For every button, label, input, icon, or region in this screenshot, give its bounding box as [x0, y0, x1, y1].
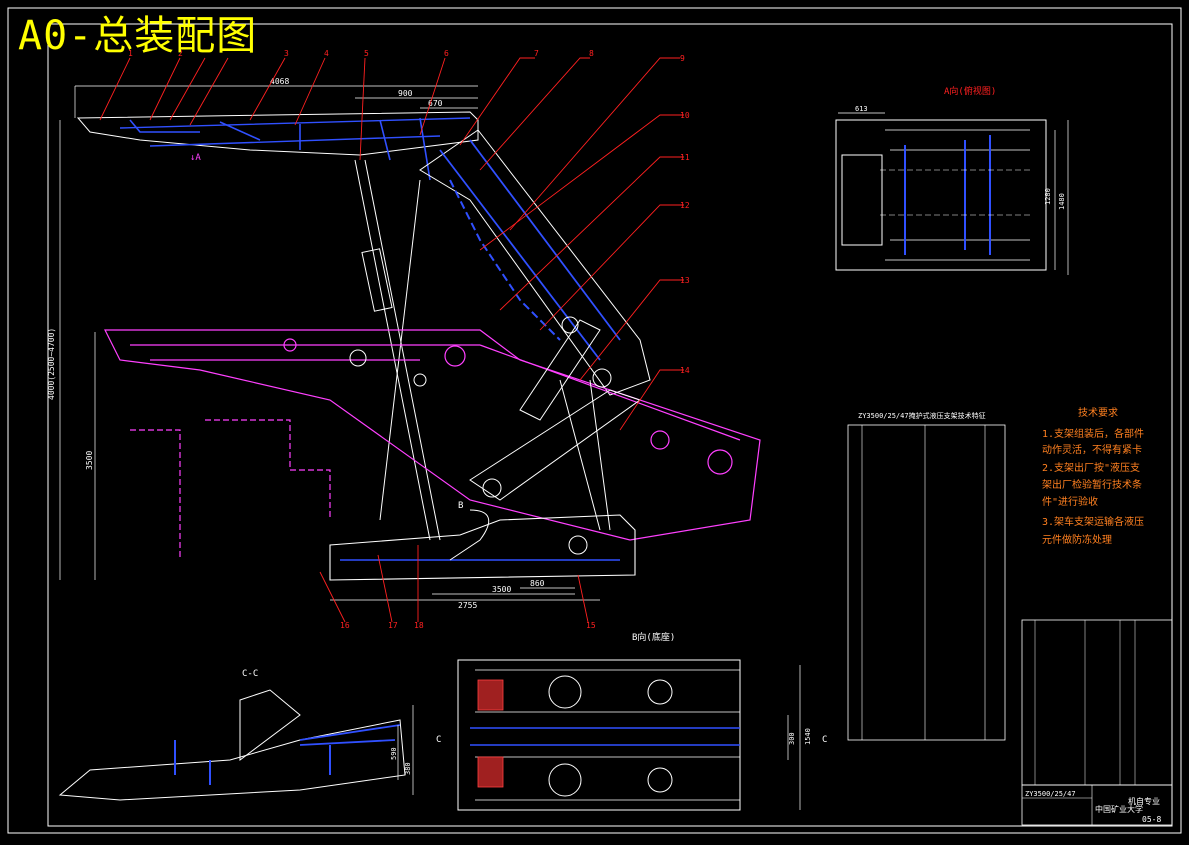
requirement-line-4: 架出厂检验暂行技术条	[1042, 478, 1142, 491]
balloon-13: 13	[680, 276, 690, 285]
balloon-16: 16	[340, 621, 350, 630]
c-left-label: C	[436, 735, 441, 745]
parts-list	[1021, 619, 1173, 786]
balloon-5: 5	[364, 49, 369, 58]
dim-1480: 1480	[1058, 193, 1066, 210]
balloon-10: 10	[680, 111, 690, 120]
requirement-line-5: 件"进行验收	[1042, 495, 1098, 508]
balloon-7: 7	[534, 49, 539, 58]
tech-requirements: 技术要求 1.支架组装后，各部件 动作灵活，不得有紧卡 2.支架出厂按"液压支 …	[1042, 406, 1144, 546]
dim-590: 590	[390, 747, 398, 760]
balloon-6: 6	[444, 49, 449, 58]
title-block-university: 中国矿业大学	[1095, 804, 1143, 814]
requirement-line-3: 2.支架出厂按"液压支	[1042, 461, 1140, 474]
balloon-14: 14	[680, 366, 690, 375]
drawing-title: A0-总装配图	[18, 13, 258, 59]
dim-300: 300	[788, 732, 796, 745]
dim-860: 860	[530, 579, 545, 588]
title-block-sheet: 05-8	[1142, 815, 1161, 824]
dim-height-range: 4000(2500~4700)	[47, 328, 56, 400]
dim-3500: 3500	[492, 585, 511, 594]
outer-frame	[7, 7, 1182, 834]
balloon-1: 1	[128, 49, 133, 58]
tech-spec-table: ZY3500/25/47掩护式液压支架技术特征	[847, 411, 1006, 741]
b-view: B向(底座) C C 1540 300	[436, 631, 827, 811]
a-view-title: A向(俯视图)	[944, 85, 996, 97]
balloon-2: 2	[178, 49, 183, 58]
balloon-18: 18	[414, 621, 424, 630]
b-view-title: B向(底座)	[632, 631, 675, 643]
dim-4068: 4068	[270, 77, 289, 86]
dim-1540: 1540	[804, 728, 812, 745]
balloon-4: 4	[324, 49, 329, 58]
dim-613: 613	[855, 105, 868, 113]
dim-900: 900	[398, 89, 413, 98]
title-block-drawing-no: ZY3500/25/47	[1025, 790, 1076, 798]
dim-380: 380	[404, 762, 412, 775]
tech-table-title: ZY3500/25/47掩护式液压支架技术特征	[858, 411, 986, 420]
balloon-17: 17	[388, 621, 398, 630]
dim-670: 670	[428, 99, 443, 108]
inner-frame	[47, 23, 1173, 827]
main-view: 4068 900 670 4000(2500~4700) 3500 ↓A	[47, 49, 761, 630]
c-c-title: C-C	[242, 669, 258, 679]
dim-3500-vert: 3500	[85, 451, 94, 470]
requirements-title: 技术要求	[1078, 406, 1118, 419]
balloon-11: 11	[680, 153, 690, 162]
dim-1280: 1280	[1044, 188, 1052, 205]
balloon-15: 15	[586, 621, 596, 630]
balloon-8: 8	[589, 49, 594, 58]
title-block: ZY3500/25/47 中国矿业大学 机自专业 05-8	[1021, 784, 1173, 826]
arrow-b-label: B	[458, 501, 463, 511]
dim-2755: 2755	[458, 601, 477, 610]
requirement-line-6: 3.架车支架运输各液压	[1042, 515, 1144, 528]
requirement-line-1: 1.支架组装后，各部件	[1042, 427, 1144, 440]
balloon-12: 12	[680, 201, 690, 210]
requirement-line-7: 元件做防冻处理	[1042, 533, 1112, 546]
arrow-a-label: ↓A	[190, 153, 201, 163]
c-right-label: C	[822, 735, 827, 745]
a-view: A向(俯视图) 613 1280 1480	[835, 85, 1069, 275]
title-block-dept: 机自专业	[1128, 796, 1160, 806]
c-c-section: C-C 380 590	[58, 669, 414, 801]
requirement-line-2: 动作灵活，不得有紧卡	[1042, 443, 1142, 456]
balloon-9: 9	[680, 54, 685, 63]
balloon-3: 3	[284, 49, 289, 58]
